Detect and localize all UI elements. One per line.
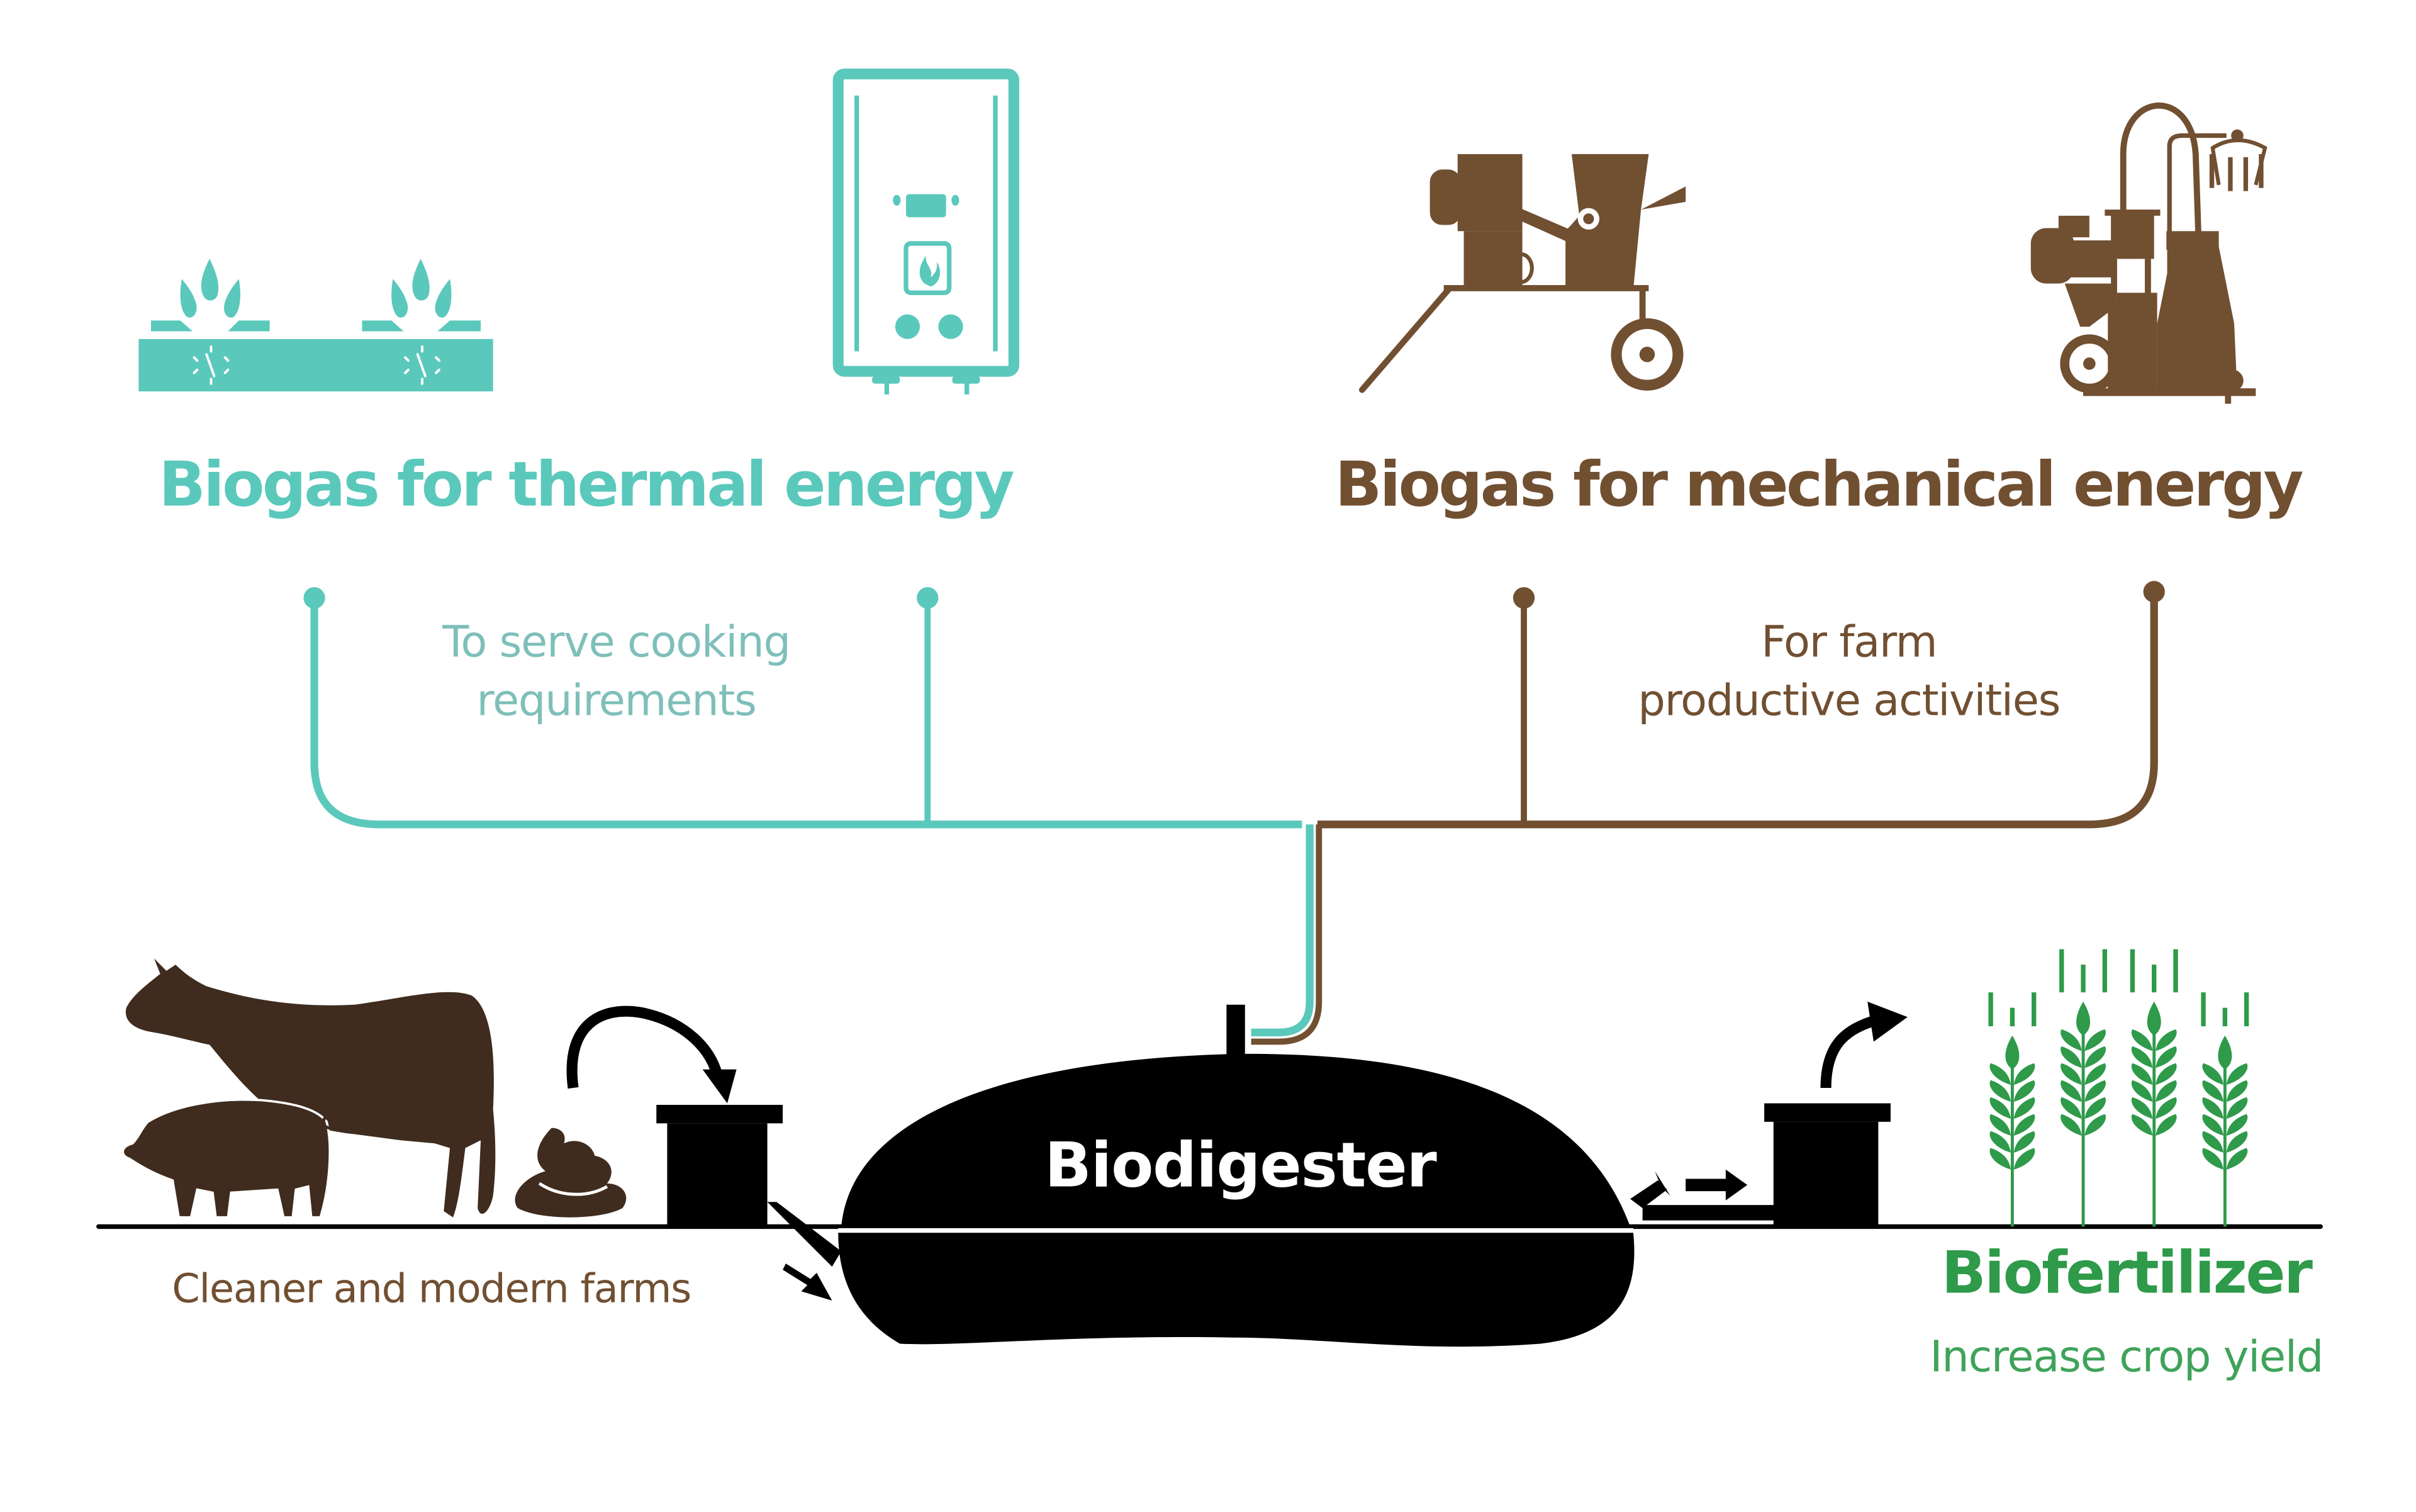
mechanical-connector-dots <box>1513 581 2165 609</box>
outlet-flow-arrow-icon <box>1686 1169 1748 1201</box>
inlet-tank <box>656 1104 842 1267</box>
outlet-curved-arrow-icon <box>1820 1014 1879 1089</box>
thermal-connector-lines <box>310 604 1314 1036</box>
pig-icon <box>121 1098 338 1219</box>
water-heater-icon <box>832 68 1020 395</box>
farms-label: Cleaner and modern farms <box>172 1267 691 1313</box>
inlet-flow-arrow-icon <box>783 1263 832 1301</box>
manure-icon <box>515 1128 627 1218</box>
wheat-stalk <box>2201 992 2249 1227</box>
outlet-arrowhead-icon <box>1867 1001 1908 1042</box>
biodigester-dome <box>838 1004 1635 1347</box>
mechanical-connector-lines <box>1251 598 2158 1045</box>
thermal-connector-dots <box>303 587 939 609</box>
cow-icon <box>125 958 496 1218</box>
gas-stove-icon <box>138 259 493 392</box>
biofertilizer-subtitle: Increase crop yield <box>1930 1331 2324 1382</box>
inlet-curved-arrow-icon <box>566 1005 724 1089</box>
thermal-subtitle: To serve cooking requirements <box>370 613 863 731</box>
thermal-subtitle-line: To serve cooking <box>442 616 791 668</box>
wheat-stalk <box>1988 992 2037 1227</box>
wheat-stalk <box>2130 949 2178 1227</box>
thermal-subtitle-line: requirements <box>476 675 757 726</box>
mechanical-energy-title: Biogas for mechanical energy <box>1334 450 2304 521</box>
mechanical-subtitle-line: productive activities <box>1638 675 2061 726</box>
mechanical-subtitle-line: For farm <box>1761 616 1937 668</box>
biodigester-label: Biodigester <box>1044 1131 1436 1202</box>
outlet-tank <box>1764 1103 1891 1227</box>
biofertilizer-title: Biofertilizer <box>1941 1238 2313 1307</box>
outlet-pipe <box>1630 1171 1784 1221</box>
milking-machine-icon <box>2030 102 2268 404</box>
wheat-icon <box>1988 949 2249 1227</box>
chaff-cutter-machine-icon <box>1359 154 1686 393</box>
inlet-arrowhead-icon <box>702 1069 737 1104</box>
thermal-energy-title: Biogas for thermal energy <box>159 450 1014 521</box>
wheat-stalk <box>2059 949 2108 1227</box>
mechanical-subtitle: For farm productive activities <box>1556 613 2142 731</box>
